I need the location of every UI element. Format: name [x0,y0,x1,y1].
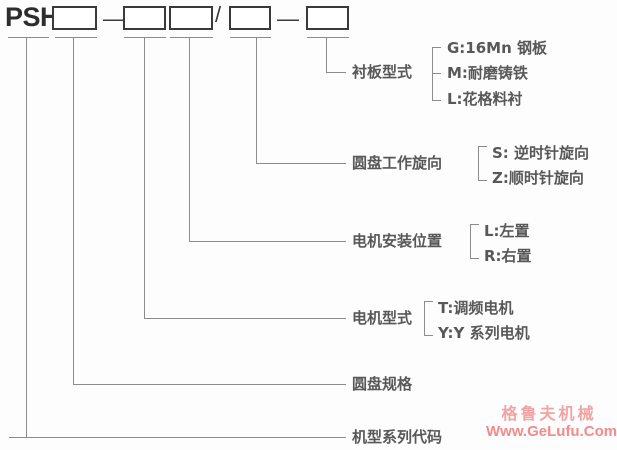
option-motor-type-t: T:调频电机 [438,299,514,317]
bracket-tick-liner-type [432,73,441,74]
underline-segment-4 [230,37,271,38]
underline-segment-2 [124,37,166,38]
watermark-brand: 格鲁夫机械 [501,404,597,423]
group-label-liner-type: 衬板型式 [352,63,413,81]
group-label-rotation-direction: 圆盘工作旋向 [352,154,443,172]
code-box-5 [306,6,349,30]
watermark-url: Www.GeLufu.Com [486,423,617,440]
code-box-4 [229,6,271,30]
code-box-1 [52,6,97,30]
underline-segment-1 [55,37,97,38]
code-separator-1: — [103,6,125,31]
leader-hline-motor-position [189,241,346,242]
group-label-motor-type: 电机型式 [352,309,413,327]
bracket-liner-type [432,47,441,101]
bracket-motor-position [470,224,479,259]
option-rotation-z: Z:顺时针旋向 [492,169,584,187]
option-liner-type-m: M:耐磨铸铁 [447,64,528,82]
group-label-series-code: 机型系列代码 [352,428,443,446]
underline-segment-3 [170,37,213,38]
leader-vline-rotation [256,37,257,163]
leader-vline-disc-spec [73,37,74,384]
leader-hline-motor-type [144,318,346,319]
leader-hline-disc-spec [73,384,346,385]
watermark: 格鲁夫机械 Www.GeLufu.Com [486,404,617,440]
model-code-row: PSH — / — [0,0,617,40]
group-label-motor-position: 电机安装位置 [352,232,443,250]
code-box-2 [123,6,166,30]
leader-hline-liner [326,72,346,73]
bracket-motor-type [424,301,433,336]
option-motor-type-y: Y:Y 系列电机 [438,324,530,342]
option-liner-type-l: L:花格料衬 [447,90,523,108]
leader-vline-liner [326,37,327,72]
bracket-rotation-direction [478,146,487,181]
leader-vline-motor-position [189,37,190,241]
option-liner-type-g: G:16Mn 钢板 [447,39,548,57]
leader-hline-series-code [9,437,346,438]
underline-segment-prefix [8,37,49,38]
leader-hline-rotation [256,163,346,164]
code-separator-2: / [215,2,222,27]
model-prefix-label: PSH [5,2,60,32]
option-motor-position-r: R:右置 [484,247,532,265]
option-rotation-s: S: 逆时针旋向 [492,144,590,162]
leader-vline-series-code [26,37,27,437]
leader-vline-motor-type [144,37,145,318]
option-motor-position-l: L:左置 [484,222,530,240]
code-separator-3: — [277,6,299,31]
underline-segment-5 [307,37,349,38]
code-box-3 [169,6,213,30]
group-label-disc-spec: 圆盘规格 [352,375,413,393]
